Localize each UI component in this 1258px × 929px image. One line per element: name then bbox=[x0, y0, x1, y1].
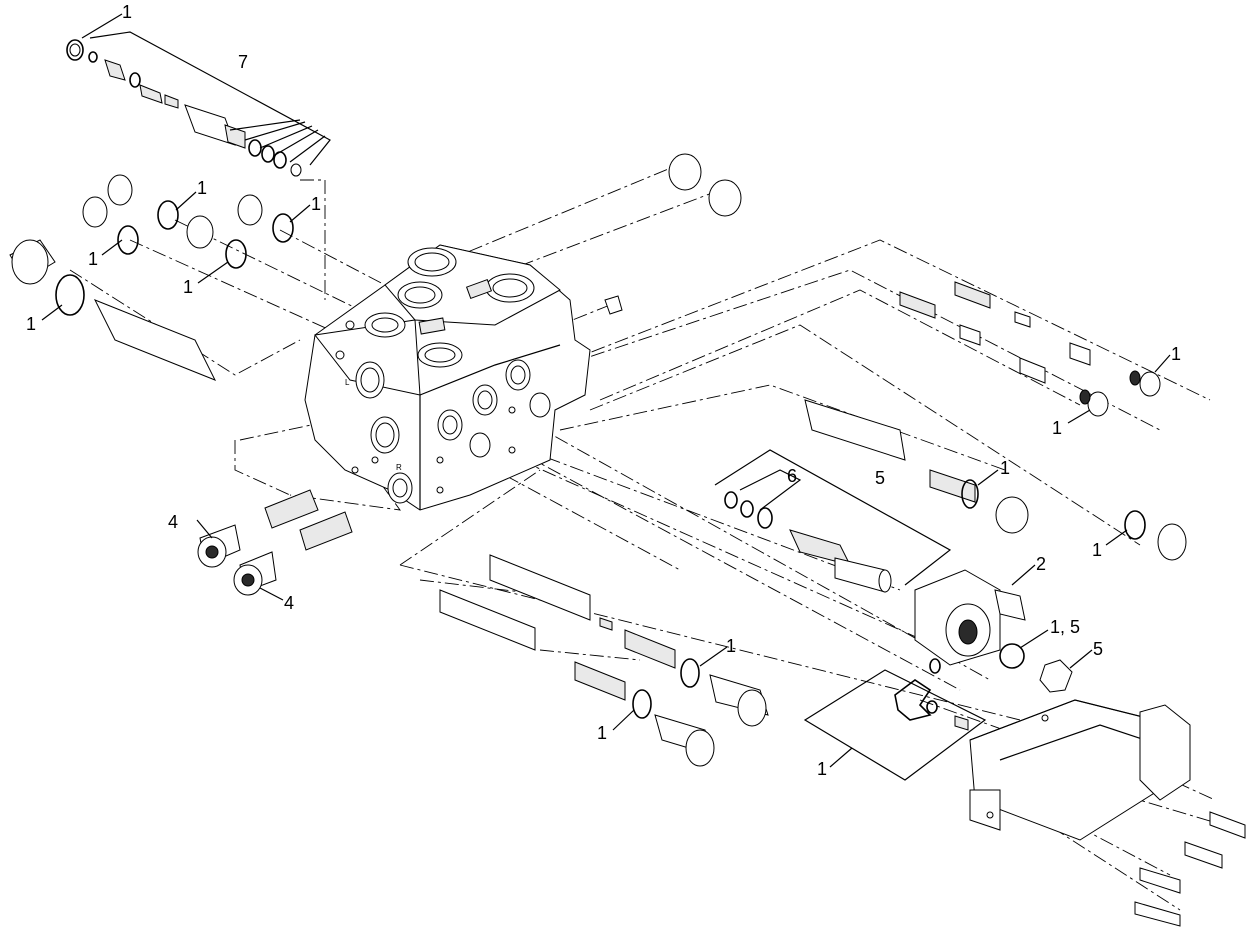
right-check-parts bbox=[804, 281, 1187, 561]
callout-1: 1 bbox=[88, 249, 98, 269]
port-l-mark: L bbox=[345, 378, 350, 387]
callout-1-top: 1 bbox=[122, 2, 132, 22]
callout-1: 1 bbox=[311, 194, 321, 214]
callout-1: 1 bbox=[1092, 540, 1102, 560]
solenoid-group bbox=[714, 449, 1073, 693]
callout-4: 4 bbox=[284, 593, 294, 613]
callout-7: 7 bbox=[238, 52, 248, 72]
callout-1: 1 bbox=[1052, 418, 1062, 438]
callout-1: 1 bbox=[1000, 458, 1010, 478]
callout-6: 6 bbox=[787, 466, 797, 486]
callout-1: 1 bbox=[26, 314, 36, 334]
relief-valve-assembly bbox=[66, 31, 331, 177]
callout-1: 1 bbox=[183, 277, 193, 297]
left-plugs bbox=[9, 153, 742, 381]
callouts: 1 7 1 1 1 1 1 1 1 1 6 5 1 1 4 4 2 1, 5 5… bbox=[26, 2, 1181, 779]
callout-1: 1 bbox=[726, 636, 736, 656]
callout-5: 5 bbox=[1093, 639, 1103, 659]
end-block bbox=[969, 699, 1246, 927]
port-r-mark: R bbox=[396, 463, 402, 472]
callout-1: 1 bbox=[597, 723, 607, 743]
valve-body: L R bbox=[304, 244, 623, 511]
callout-1: 1 bbox=[1171, 344, 1181, 364]
relief-cartridges bbox=[197, 489, 353, 596]
leader-lines bbox=[41, 13, 1171, 768]
callout-4: 4 bbox=[168, 512, 178, 532]
callout-5: 5 bbox=[875, 468, 885, 488]
callout-8: 1 bbox=[817, 759, 827, 779]
callout-1-5: 1, 5 bbox=[1050, 617, 1080, 637]
callout-1: 1 bbox=[197, 178, 207, 198]
seal-kit bbox=[803, 658, 987, 781]
callout-2: 2 bbox=[1036, 554, 1046, 574]
lower-spools bbox=[439, 554, 769, 767]
